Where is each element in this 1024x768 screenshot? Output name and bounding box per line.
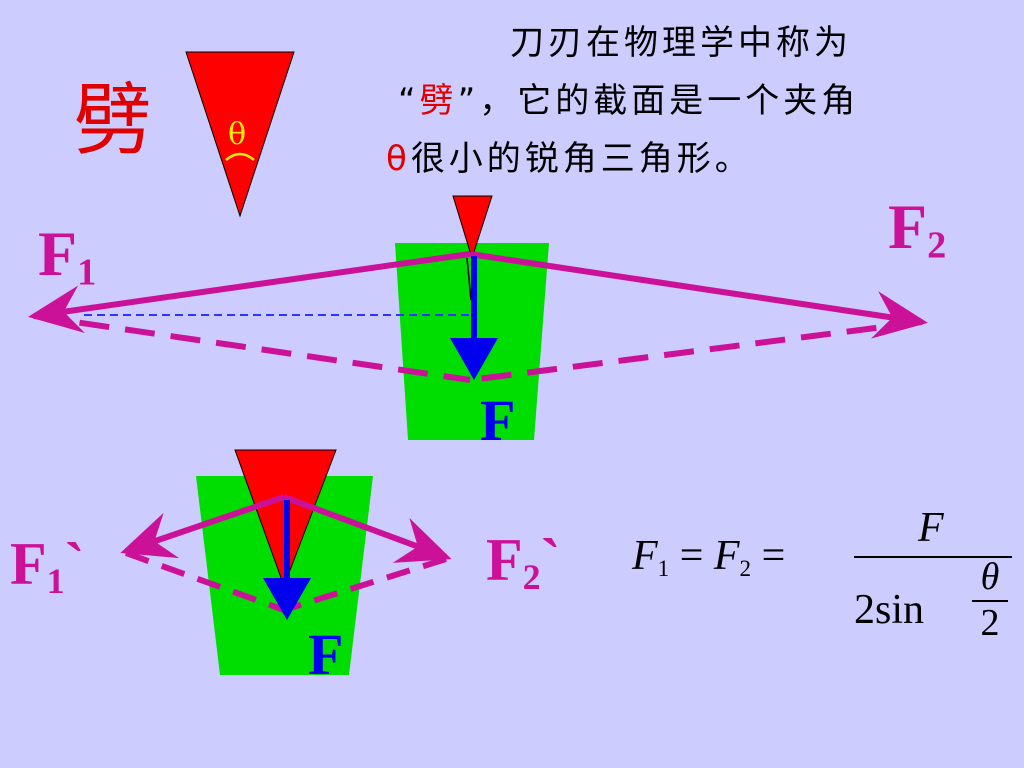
formula-denominator: 2sin xyxy=(854,587,925,633)
angle-arc xyxy=(225,152,255,161)
caption-line-1: 刀刃在物理学中称为 xyxy=(510,23,852,63)
angle-label: θ xyxy=(228,117,247,152)
label-f-top: F xyxy=(480,388,516,453)
top-wedge-centerline xyxy=(466,257,472,301)
label-f1-top: F1 xyxy=(38,218,97,294)
wedge-illustration xyxy=(185,51,295,218)
top-f1-arrow xyxy=(28,251,471,334)
label-f2-prime: F2` xyxy=(486,527,561,597)
bottom-f1-arrow xyxy=(120,494,285,559)
bottom-f1-dashed-line xyxy=(124,550,286,613)
caption-line-2: “劈”，它的截面是一个夹角 xyxy=(398,81,860,121)
label-f2-top: F2 xyxy=(888,191,947,267)
bottom-f2-dashed-line xyxy=(283,556,447,613)
caption-theta: θ xyxy=(386,139,411,179)
top-f2-arrow xyxy=(469,251,928,339)
label-f-bottom: F xyxy=(308,622,344,687)
bottom-f2-arrow xyxy=(282,494,452,563)
formula-lhs: F1 = F2 = xyxy=(632,533,786,581)
caption-term: 劈 xyxy=(419,81,458,121)
caption-line-3: θ很小的锐角三角形。 xyxy=(386,139,753,179)
top-wedge xyxy=(452,195,493,260)
formula-numerator: F xyxy=(918,505,944,551)
wedge-label: 劈 xyxy=(74,76,153,166)
label-f1-prime: F1` xyxy=(10,531,85,601)
caption-text: 刀刃在物理学中称为 “劈”，它的截面是一个夹角 θ很小的锐角三角形。 xyxy=(378,14,988,188)
top-f1-dashed-line xyxy=(33,313,471,383)
formula-fraction-bar xyxy=(854,556,1012,558)
top-f2-dashed-line xyxy=(469,319,923,383)
